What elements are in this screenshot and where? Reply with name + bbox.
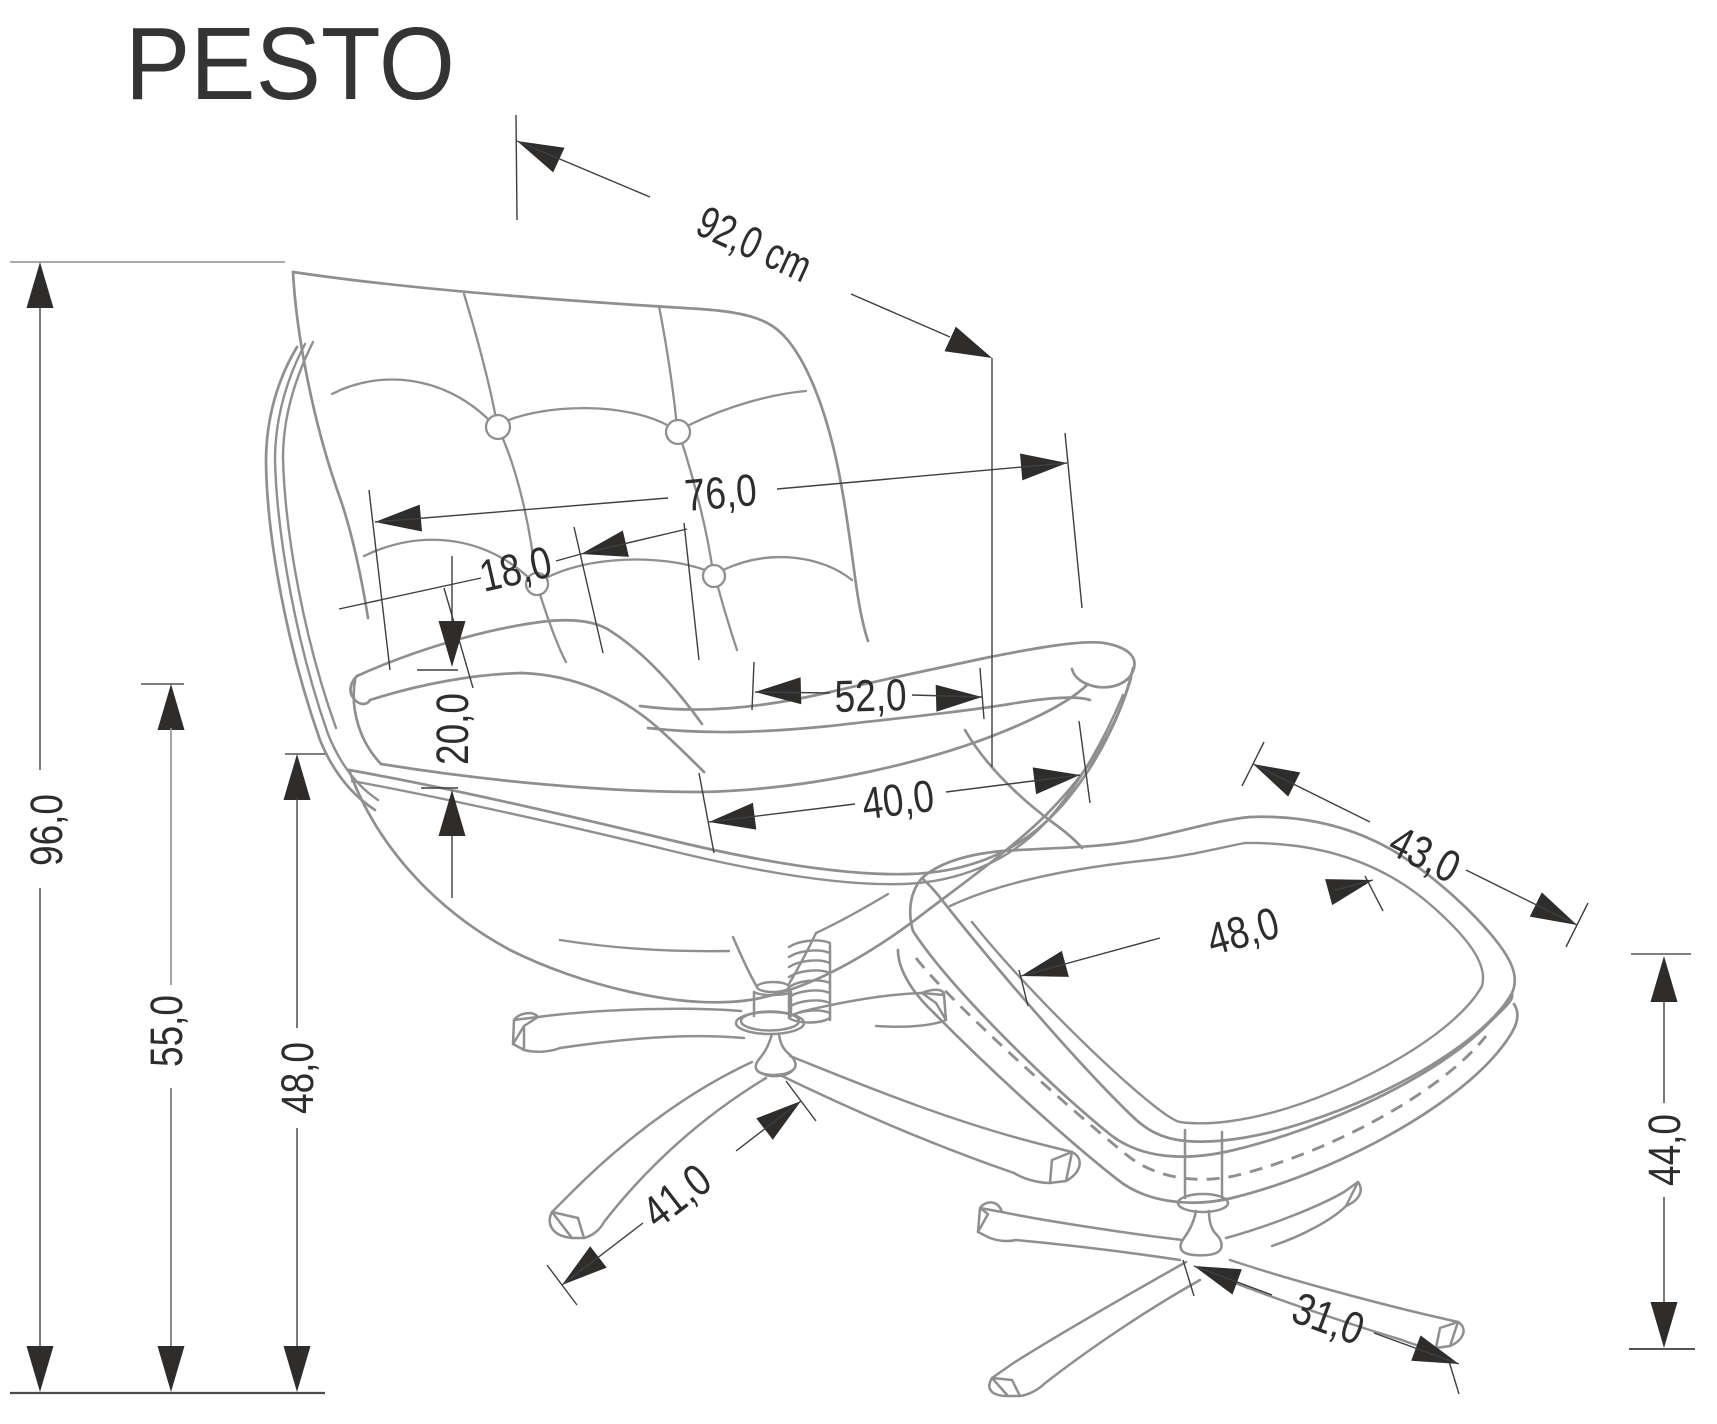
svg-text:52,0: 52,0	[834, 669, 907, 722]
svg-text:48,0: 48,0	[272, 1042, 323, 1114]
svg-text:40,0: 40,0	[859, 770, 937, 830]
svg-text:76,0: 76,0	[683, 464, 759, 521]
svg-text:44,0: 44,0	[1639, 1114, 1690, 1186]
svg-text:55,0: 55,0	[141, 995, 192, 1067]
svg-text:20,0: 20,0	[427, 693, 478, 765]
svg-text:PESTO: PESTO	[125, 6, 455, 121]
svg-text:96,0: 96,0	[21, 794, 72, 866]
